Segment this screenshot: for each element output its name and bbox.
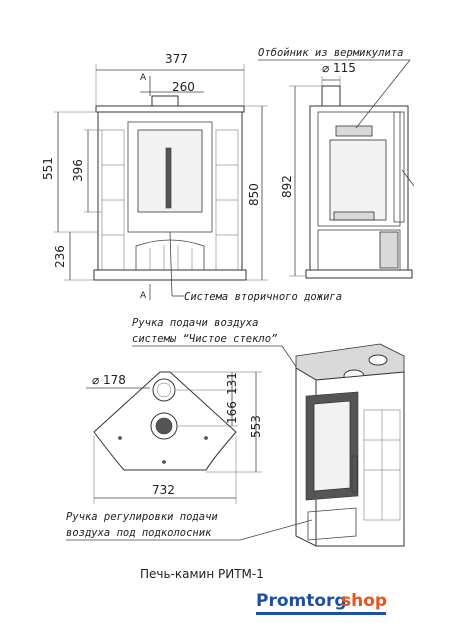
- side-grate: [333, 211, 375, 221]
- isometric-view: [295, 343, 405, 547]
- side-view: ⌀ 115 892 Отбойник из вермикулита: [258, 47, 415, 279]
- dim-top-flue-diameter: ⌀ 178: [92, 373, 126, 387]
- front-view: 377 260 A A 551 396 236 850: [41, 52, 268, 301]
- front-door-handle: [165, 147, 172, 209]
- dim-side-flue-diameter: ⌀ 115: [322, 61, 356, 75]
- dim-front-551: 551: [41, 157, 55, 180]
- brand-part2: shop: [341, 591, 387, 611]
- front-plinth: [93, 269, 247, 281]
- iso-door-glass: [313, 400, 351, 492]
- side-plinth: [305, 269, 413, 279]
- side-ash-door: [379, 231, 399, 269]
- dim-side-892: 892: [280, 175, 294, 198]
- vermiculite-baffle: [335, 125, 373, 137]
- dim-top-553: 553: [249, 415, 263, 438]
- label-clean-glass-line2: системы “Чистое стекло”: [132, 333, 277, 345]
- brand-part1: Promtorg: [256, 591, 347, 611]
- drawing-caption: Печь-камин РИТМ-1: [140, 567, 264, 581]
- brand-underline: [256, 612, 386, 615]
- top-view: ⌀ 178 131 166 553 732: [86, 371, 263, 504]
- dim-front-850: 850: [247, 183, 261, 206]
- dim-front-width: 377: [165, 52, 188, 66]
- section-mark-bottom: A: [140, 291, 147, 301]
- iso-flue: [368, 354, 388, 366]
- side-firebox-interior: [329, 139, 387, 221]
- dim-top-131: 131: [225, 372, 239, 395]
- dim-top-732: 732: [152, 483, 175, 497]
- side-flue-collar: [321, 85, 341, 109]
- label-secondary-burn: Система вторичного дожига: [184, 291, 342, 303]
- label-ash-air-line2: воздуха под подколосник: [66, 527, 212, 539]
- iso-door-handle: [351, 455, 358, 493]
- label-vermiculite: Отбойник из вермикулита: [258, 47, 403, 59]
- dim-top-166: 166: [225, 401, 239, 424]
- side-door-profile: [393, 111, 405, 223]
- label-ash-air-line1: Ручка регулировки подачи: [66, 511, 218, 523]
- label-clean-glass-line1: Ручка подачи воздуха: [132, 317, 258, 329]
- dim-front-236: 236: [53, 245, 67, 268]
- dim-front-396: 396: [71, 159, 85, 182]
- section-mark-top: A: [140, 73, 147, 83]
- brand-logo: Promtorg shop: [256, 591, 387, 615]
- front-ash-door: [135, 239, 205, 271]
- dim-front-flue-width: 260: [172, 80, 195, 94]
- front-top-cap: [95, 105, 245, 113]
- iso-ash-drawer: [307, 507, 357, 541]
- top-flue-outlet: [152, 378, 176, 402]
- side-firebox: [317, 111, 401, 227]
